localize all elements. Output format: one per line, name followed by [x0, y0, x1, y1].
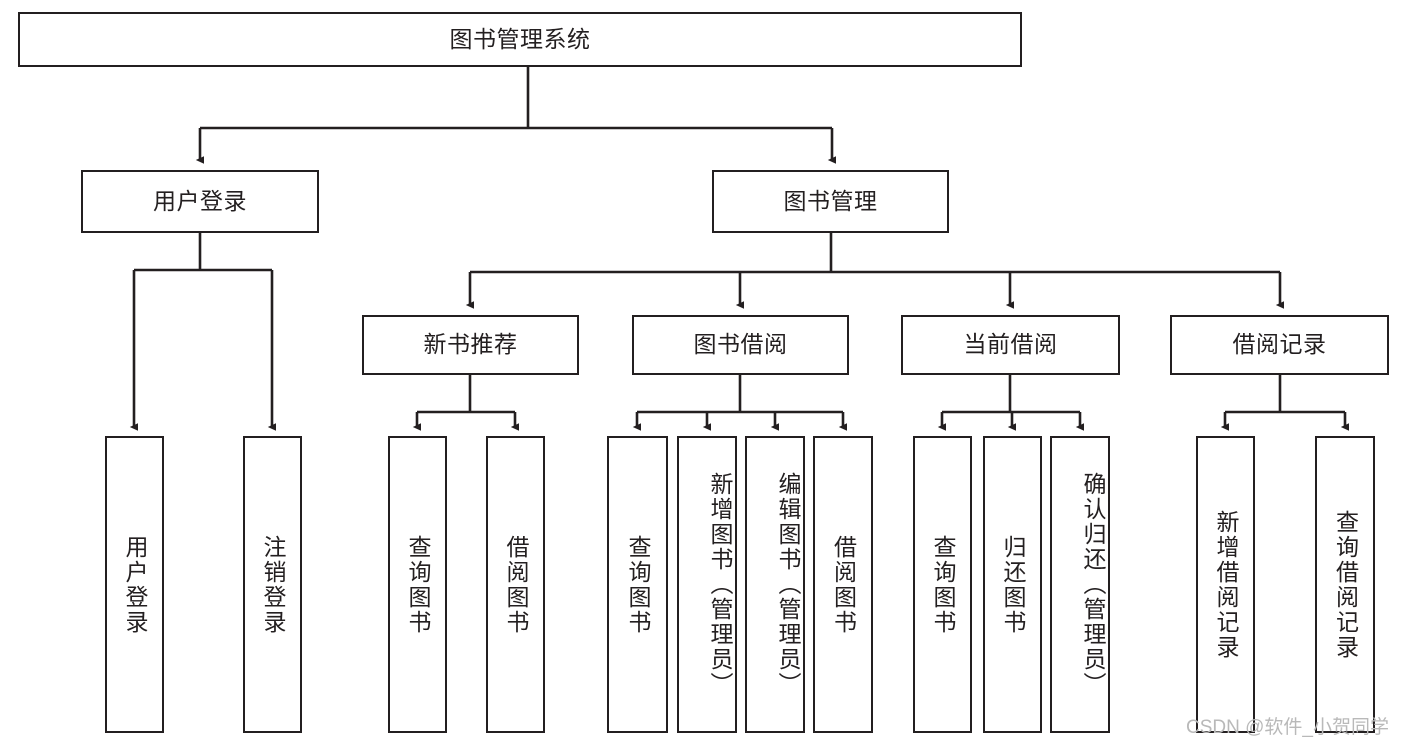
node-leaf-add-borrow-record[interactable]: 新增借阅记录	[1196, 436, 1255, 733]
node-level3-current-borrow[interactable]: 当前借阅	[901, 315, 1120, 375]
node-leaf-confirm-return-admin[interactable]: 确认归还（管理员）	[1050, 436, 1110, 733]
node-leaf-query-book-newbook[interactable]: 查询图书	[388, 436, 447, 733]
node-leaf-query-book-current[interactable]: 查询图书	[913, 436, 972, 733]
node-level3-new-book-recommend[interactable]: 新书推荐	[362, 315, 579, 375]
node-root[interactable]: 图书管理系统	[18, 12, 1022, 67]
node-level3-book-borrow[interactable]: 图书借阅	[632, 315, 849, 375]
node-leaf-logout[interactable]: 注销登录	[243, 436, 302, 733]
node-level3-borrow-record[interactable]: 借阅记录	[1170, 315, 1389, 375]
node-leaf-borrow-book-newbook[interactable]: 借阅图书	[486, 436, 545, 733]
node-leaf-query-borrow-record[interactable]: 查询借阅记录	[1315, 436, 1375, 733]
node-level2-book-management[interactable]: 图书管理	[712, 170, 949, 233]
node-level2-user-login[interactable]: 用户登录	[81, 170, 319, 233]
node-leaf-edit-book-admin[interactable]: 编辑图书（管理员）	[745, 436, 805, 733]
node-leaf-query-book-borrow[interactable]: 查询图书	[607, 436, 668, 733]
node-leaf-return-book[interactable]: 归还图书	[983, 436, 1042, 733]
node-leaf-borrow-book[interactable]: 借阅图书	[813, 436, 873, 733]
node-leaf-user-login[interactable]: 用户登录	[105, 436, 164, 733]
csdn-watermark: CSDN @软件_小贺同学	[1186, 717, 1389, 738]
node-leaf-add-book-admin[interactable]: 新增图书（管理员）	[677, 436, 737, 733]
